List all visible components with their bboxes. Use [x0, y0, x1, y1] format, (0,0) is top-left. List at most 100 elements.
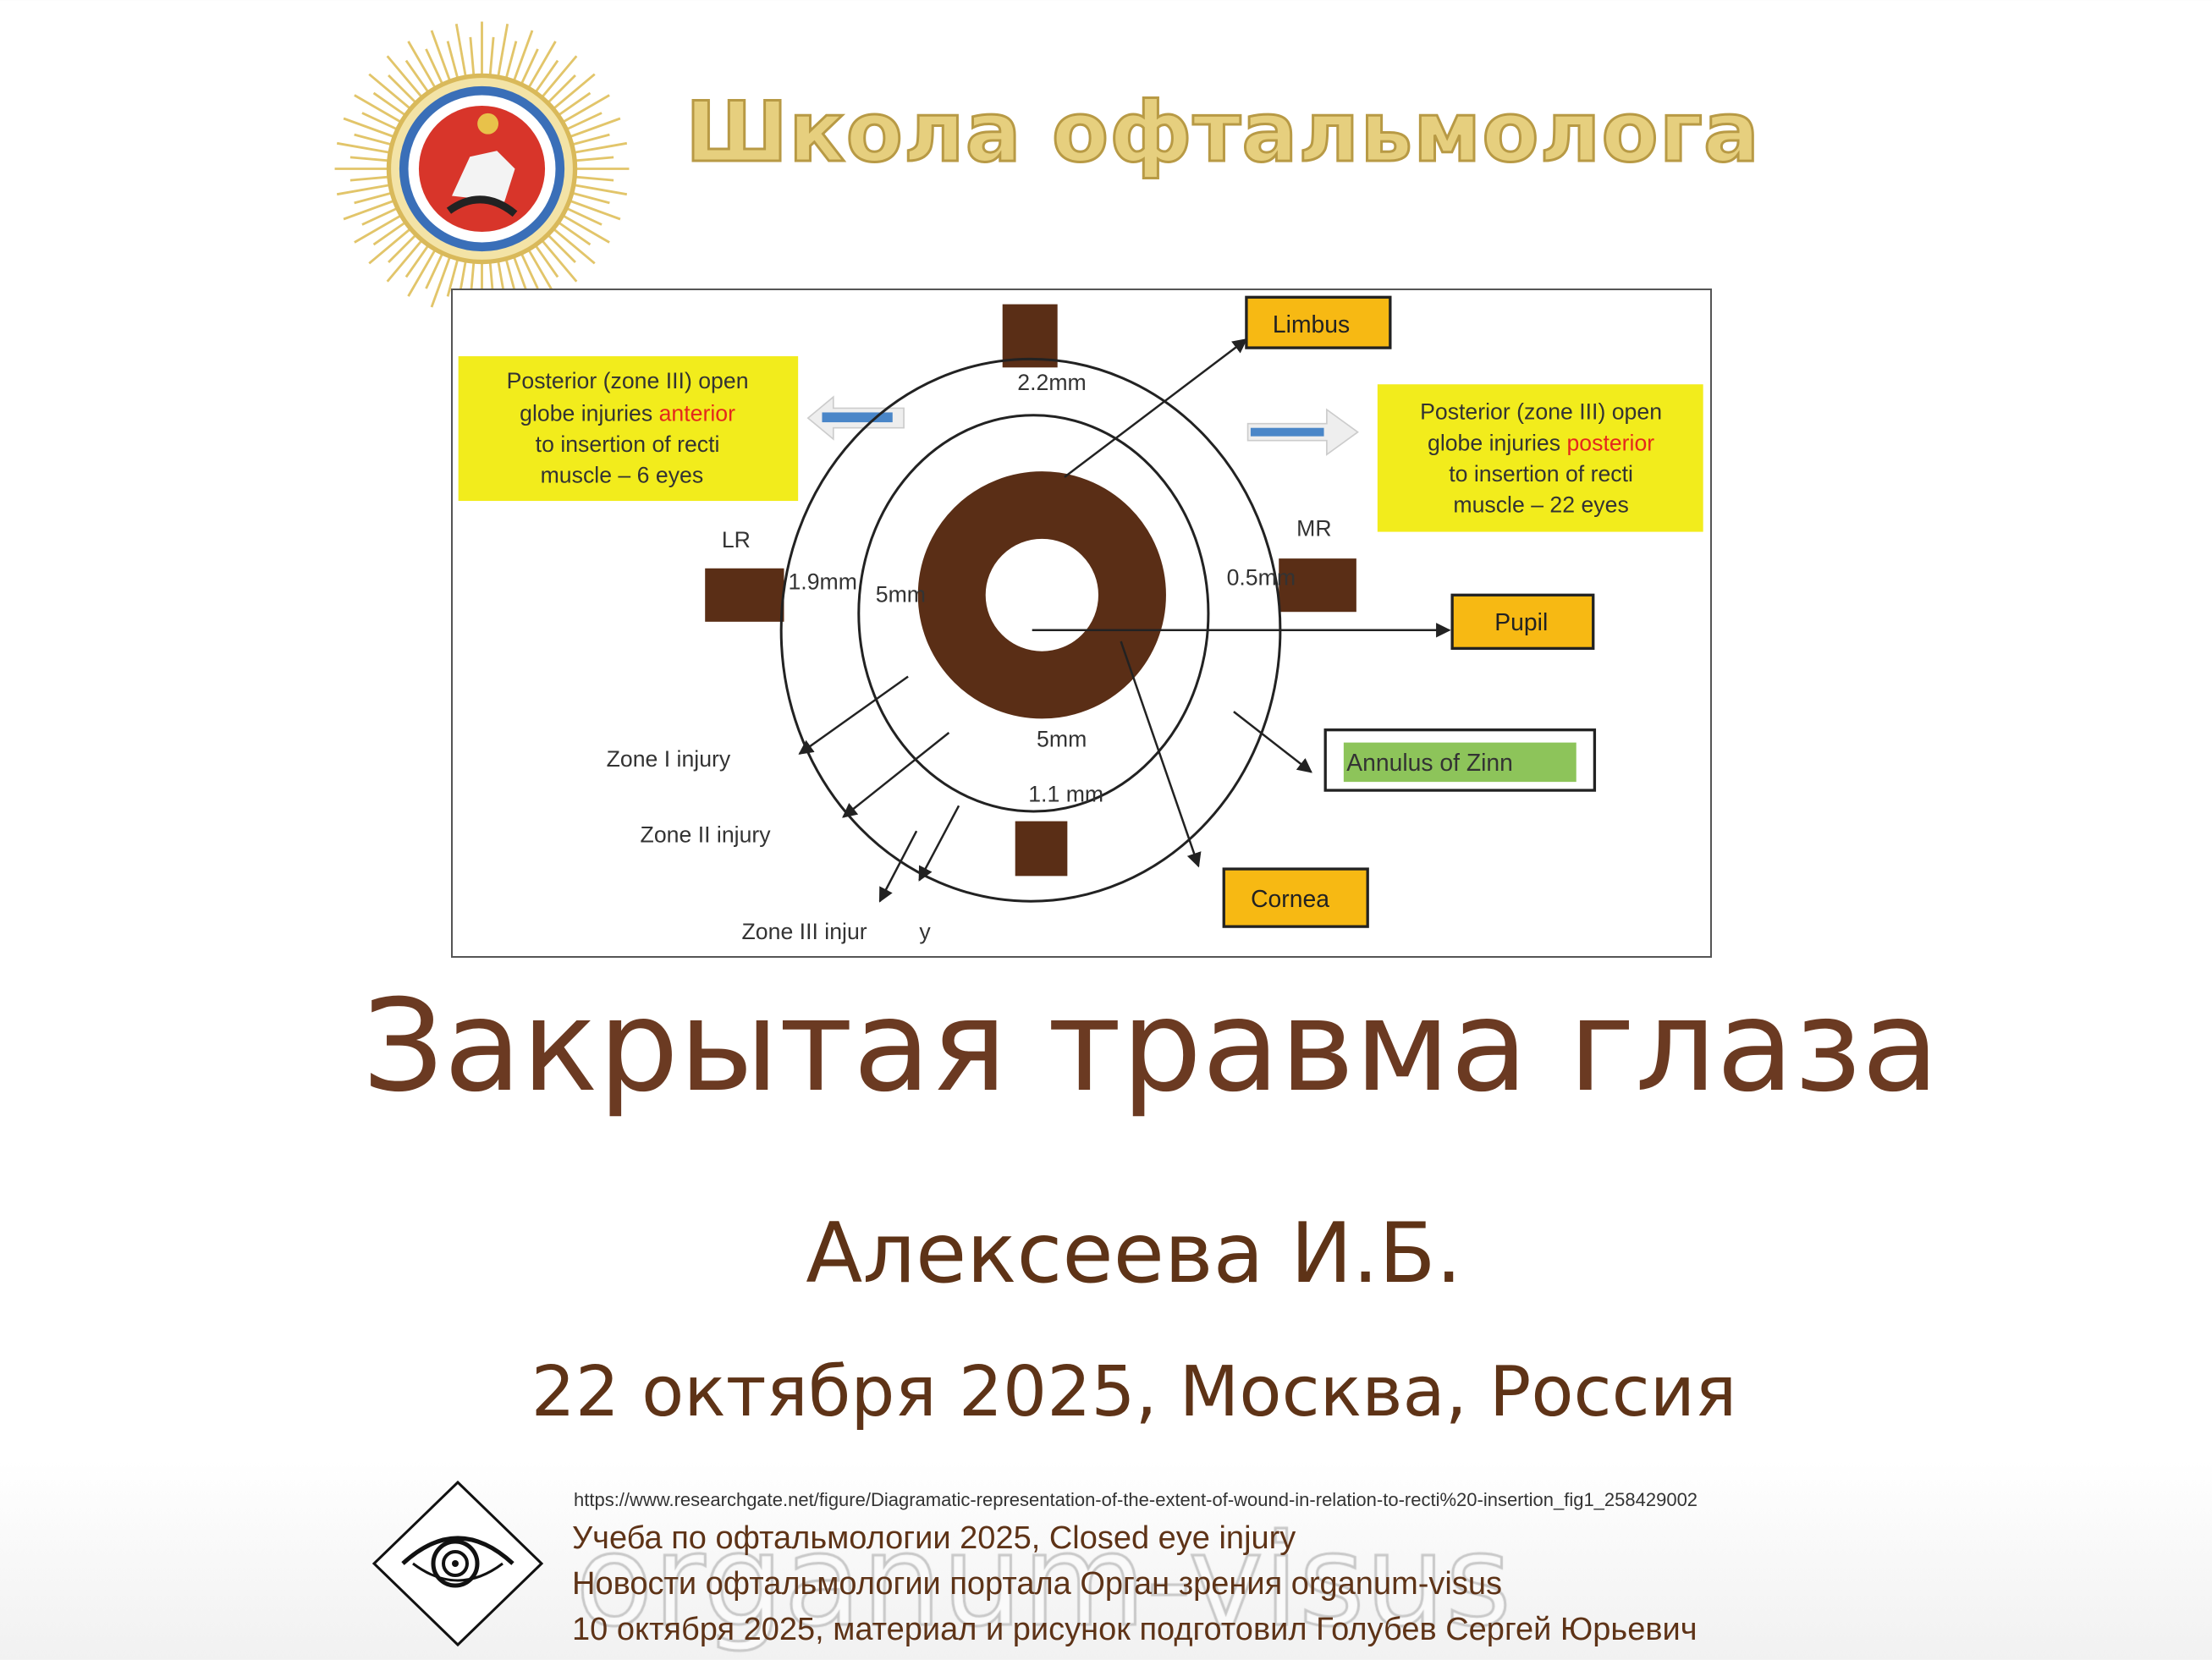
svg-text:LR: LR — [722, 527, 751, 552]
emblem-ray — [573, 184, 628, 196]
pupil-label: Pupil — [1450, 593, 1595, 651]
svg-text:5mm: 5mm — [1037, 727, 1087, 752]
emblem-ray — [569, 199, 621, 221]
left-arrow-icon — [806, 395, 905, 441]
emblem-ray — [354, 214, 402, 244]
svg-text:to insertion of recti: to insertion of recti — [1449, 461, 1633, 486]
source-link[interactable]: https://www.researchgate.net/figure/Diag… — [574, 1489, 1698, 1510]
emblem-ray — [349, 156, 389, 162]
svg-text:Limbus: Limbus — [1273, 311, 1350, 338]
emblem-ray — [534, 244, 559, 278]
institute-emblem-logo — [332, 19, 632, 319]
limbus-ring — [917, 471, 1166, 719]
emblem-ray — [573, 141, 628, 154]
svg-text:1.1 mm: 1.1 mm — [1028, 781, 1103, 806]
emblem-ray — [562, 214, 610, 244]
svg-text:2.2mm: 2.2mm — [1017, 370, 1086, 395]
emblem-ray — [372, 91, 407, 117]
emblem-ray — [388, 234, 417, 263]
emblem-ray — [488, 36, 495, 76]
emblem-ray — [541, 55, 578, 99]
emblem-ray — [388, 74, 417, 104]
emblem-ray — [430, 256, 452, 308]
svg-text:Posterior (zone III) open: Posterior (zone III) open — [1420, 399, 1662, 425]
svg-text:to insertion of recti: to insertion of recti — [536, 431, 720, 457]
svg-text:globe injuries anterior: globe injuries anterior — [520, 400, 735, 426]
svg-text:1.9mm: 1.9mm — [788, 569, 856, 595]
event-date-location: 22 октября 2025, Москва, Россия — [531, 1352, 1737, 1432]
emblem-ray — [354, 94, 402, 124]
emblem-ray — [404, 59, 430, 94]
emblem-ray — [552, 73, 596, 110]
svg-text:MR: MR — [1296, 516, 1331, 541]
svg-text:Zone I injury: Zone I injury — [607, 746, 731, 772]
author-name: Алексеева И.Б. — [806, 1206, 1462, 1302]
measurement-labels: 2.2mm LR MR 1.9mm 5mm 0.5mm 5mm 1.1 mm Z… — [607, 370, 1332, 944]
left-info-box: Posterior (zone III) open globe injuries… — [458, 356, 799, 502]
cornea-label: Cornea — [1222, 867, 1369, 928]
emblem-ray — [430, 30, 452, 82]
main-title: Закрытая травма глаза — [362, 973, 1940, 1120]
emblem-ray — [504, 41, 518, 80]
emblem-ray — [361, 206, 399, 226]
emblem-ray — [527, 41, 557, 89]
right-arrow-icon — [1246, 408, 1359, 456]
annulus-label: Annulus of Zinn — [1323, 728, 1597, 792]
footer-line-2: Новости офтальмологии портала Орган зрен… — [572, 1566, 1502, 1602]
emblem-ray — [541, 239, 578, 283]
emblem-ray — [469, 36, 476, 76]
emblem-ray — [343, 117, 395, 139]
emblem-ray — [547, 234, 576, 263]
emblem-ray — [547, 74, 576, 104]
emblem-ray — [368, 73, 412, 110]
emblem-ray — [454, 23, 467, 78]
emblem-ray — [386, 239, 423, 283]
emblem-ray — [552, 228, 596, 265]
emblem-ray — [575, 175, 614, 182]
limbus-label: Limbus — [1245, 295, 1392, 349]
organum-visus-watermark-image — [559, 1506, 1574, 1658]
emblem-ray — [407, 41, 437, 89]
emblem-ray — [336, 141, 391, 154]
svg-text:Zone III injur: Zone III injur — [742, 919, 867, 944]
emblem-ray — [565, 206, 603, 226]
emblem-ray — [372, 221, 407, 246]
svg-text:5mm: 5mm — [876, 582, 926, 607]
emblem-ray — [527, 249, 557, 297]
emblem-ray — [569, 117, 621, 139]
emblem-ray — [425, 252, 444, 289]
emblem-ray — [386, 55, 423, 99]
injury-zone-diagram: Posterior (zone III) open globe injuries… — [451, 289, 1712, 958]
footer-line-1: Учеба по офтальмологии 2025, Closed eye … — [572, 1520, 1296, 1556]
emblem-ray — [562, 94, 610, 124]
svg-text:Annulus of Zinn: Annulus of Zinn — [1346, 749, 1513, 776]
emblem-ray — [446, 258, 459, 297]
emblem-ray — [571, 191, 610, 205]
emblem-ray — [565, 112, 603, 131]
emblem-ray — [497, 23, 509, 78]
svg-text:Cornea: Cornea — [1251, 885, 1329, 912]
emblem-ray — [446, 41, 459, 80]
emblem-ray — [575, 156, 614, 162]
emblem-ray — [349, 175, 389, 182]
emblem-ray — [512, 30, 534, 82]
svg-text:0.5mm: 0.5mm — [1227, 565, 1296, 591]
emblem-ray — [425, 48, 444, 85]
footer-line-3: 10 октября 2025, материал и рисунок подг… — [572, 1612, 1698, 1647]
school-title: Школа офтальмолога — [684, 84, 1761, 183]
emblem-ray — [343, 199, 395, 221]
pointer-lines — [798, 338, 1451, 903]
svg-text:y: y — [919, 919, 931, 944]
muscle-insertions — [705, 304, 1356, 877]
emblem-ray — [354, 133, 393, 146]
emblem-ray — [336, 184, 391, 196]
emblem-ray — [520, 48, 539, 85]
emblem-ray — [534, 59, 559, 94]
emblem-ray — [407, 249, 437, 297]
emblem-ray — [368, 228, 412, 265]
emblem-ray — [557, 221, 592, 246]
right-info-box: Posterior (zone III) open globe injuries… — [1377, 384, 1703, 532]
emblem-ray — [520, 252, 539, 289]
emblem-ray — [354, 191, 393, 205]
svg-text:Pupil: Pupil — [1494, 608, 1548, 635]
